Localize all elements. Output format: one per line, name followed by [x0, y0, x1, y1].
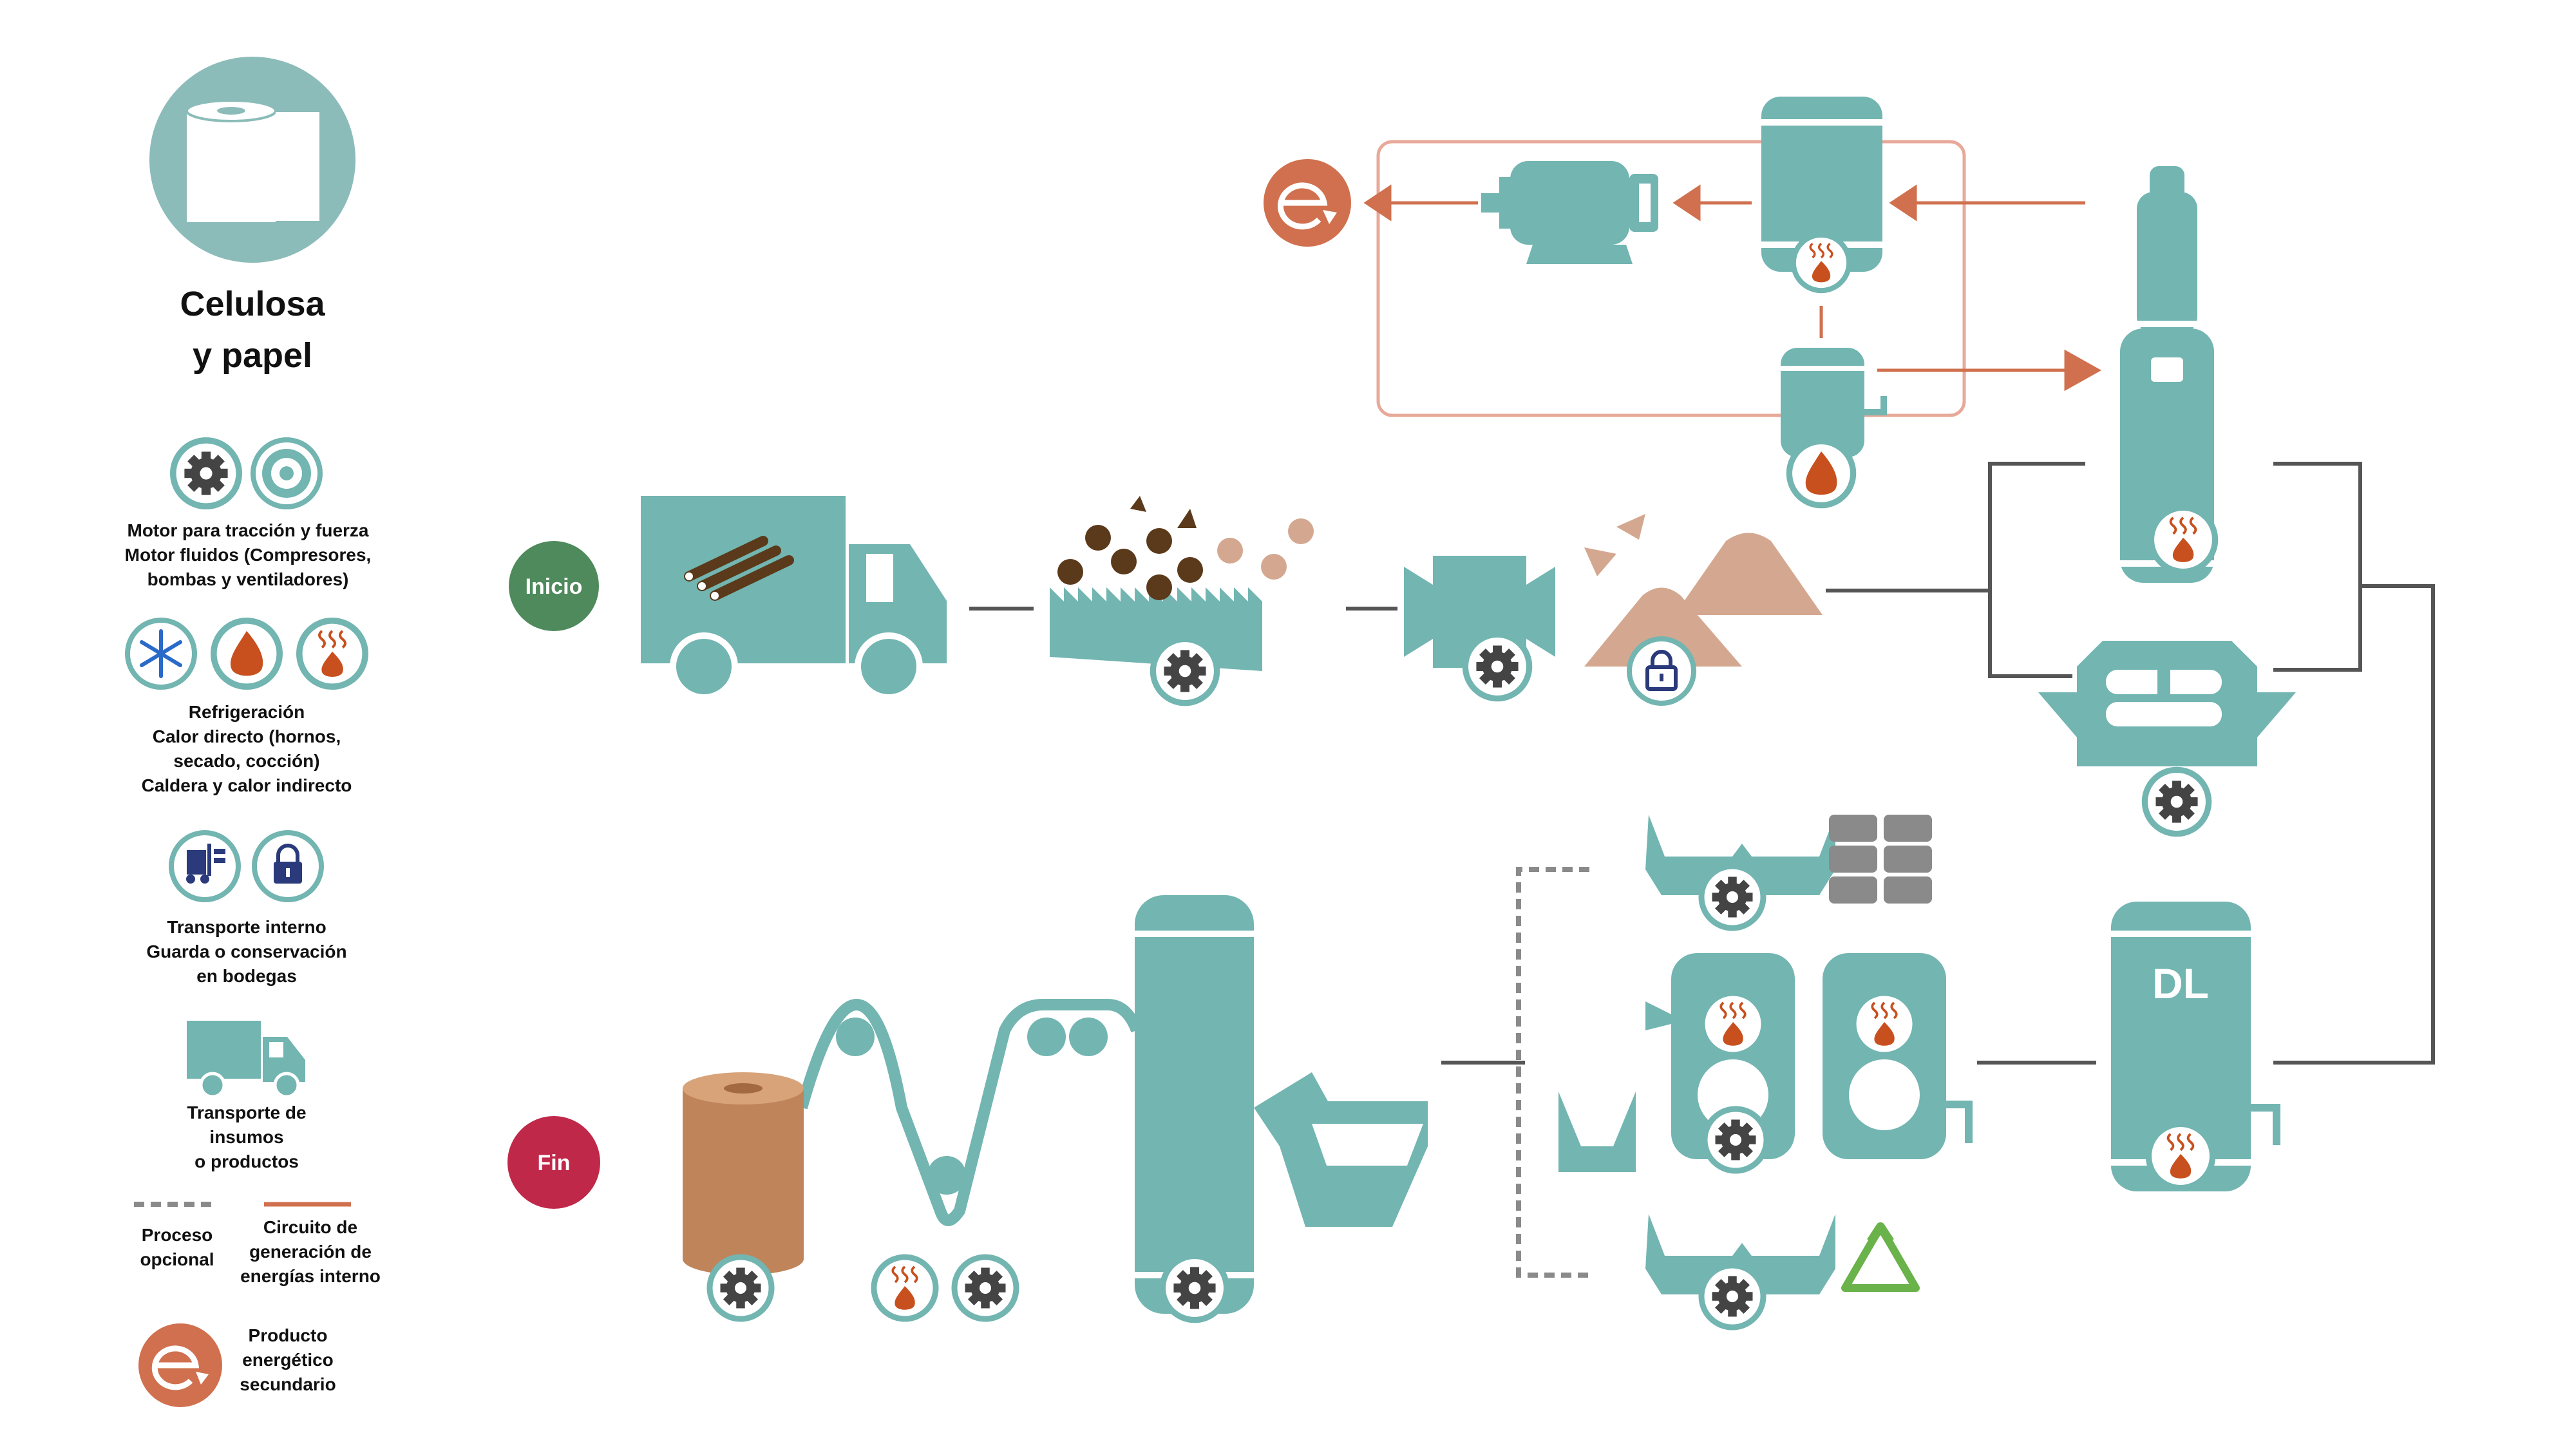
end-label: Fin — [538, 1151, 571, 1175]
start-badge: Inicio — [509, 541, 599, 631]
drying-rollers — [796, 998, 1142, 1319]
paper-roll-icon — [149, 57, 355, 263]
legend-transport-line3: en bodegas — [196, 966, 297, 986]
small-boiler — [1781, 348, 1887, 506]
legend-supplies-line2: insumos — [209, 1127, 283, 1147]
fluid-motor-icon — [251, 437, 323, 509]
logs-icon — [684, 536, 794, 601]
legend-circuit-line2: generación de — [249, 1242, 372, 1262]
legend-circuit-line1: Circuito de — [263, 1217, 357, 1237]
legend-title-line2: y papel — [193, 336, 312, 375]
optional-process-lines — [1516, 867, 1589, 1278]
chipper-conveyor — [1050, 496, 1314, 703]
legend-motors-line3: bombas y ventiladores) — [147, 569, 349, 589]
bleaching-towers — [1645, 953, 1973, 1171]
legend-motors-line1: Motor para tracción y fuerza — [128, 520, 369, 540]
lock-icon — [252, 830, 324, 902]
optional-bottom-unit — [1645, 1214, 1920, 1327]
legend-supplies-line3: o productos — [194, 1151, 299, 1171]
legend-heat-line1: Refrigeración — [189, 702, 305, 722]
energy-e-icon — [1264, 159, 1351, 247]
pulp-washer — [2038, 641, 2296, 834]
lock-icon — [1627, 636, 1696, 706]
truck-icon — [187, 1021, 305, 1099]
legend-optional-line2: opcional — [140, 1249, 214, 1269]
legend-transport-line2: Guarda o conservación — [146, 942, 346, 961]
energy-e-icon — [138, 1323, 222, 1407]
legend-circuit-line3: energías interno — [240, 1266, 381, 1286]
legend-optional-line1: Proceso — [142, 1225, 213, 1245]
internal-energy-circuit — [1264, 97, 2102, 506]
legend-energy-line2: energético — [242, 1350, 334, 1370]
legend-supplies-line1: Transporte de — [187, 1103, 306, 1122]
steam-turbine — [1761, 97, 1882, 290]
legend-transport-line1: Transporte interno — [167, 917, 326, 937]
dl-tank: DL — [2111, 902, 2280, 1191]
legend-heat-line4: Caldera y calor indirecto — [142, 775, 352, 795]
forklift-icon — [169, 830, 241, 902]
flow-connectors — [969, 462, 2435, 1065]
legend-title-line1: Celulosa — [180, 285, 325, 323]
legend-heat-line3: secado, cocción) — [173, 751, 319, 771]
legend-energy-line3: secundario — [240, 1374, 336, 1394]
digester — [2120, 166, 2215, 583]
legend-heat-line2: Calor directo (hornos, — [153, 726, 341, 746]
chip-piles — [1584, 514, 1823, 706]
chip-feeder — [1404, 556, 1555, 699]
boiler-heat-icon — [299, 621, 365, 687]
legend: Celulosa y papel Motor para tracción y f… — [125, 57, 381, 1407]
legend-energy-line1: Producto — [249, 1325, 328, 1345]
paper-roll-product — [683, 1072, 804, 1319]
flame-icon — [214, 621, 279, 687]
generator — [1481, 161, 1658, 264]
log-truck — [641, 496, 947, 701]
tank-label: DL — [2152, 960, 2209, 1007]
recycle-icon — [1841, 1222, 1920, 1292]
snowflake-icon — [125, 618, 197, 690]
gear-icon — [173, 440, 239, 506]
paper-machine — [1135, 895, 1428, 1320]
bales-icon — [1829, 815, 1932, 904]
optional-top-unit — [1645, 815, 1932, 928]
legend-motors-line2: Motor fluidos (Compresores, — [125, 545, 372, 565]
end-badge: Fin — [507, 1116, 600, 1209]
mixing-vat — [1558, 1092, 1636, 1172]
start-label: Inicio — [526, 574, 583, 599]
